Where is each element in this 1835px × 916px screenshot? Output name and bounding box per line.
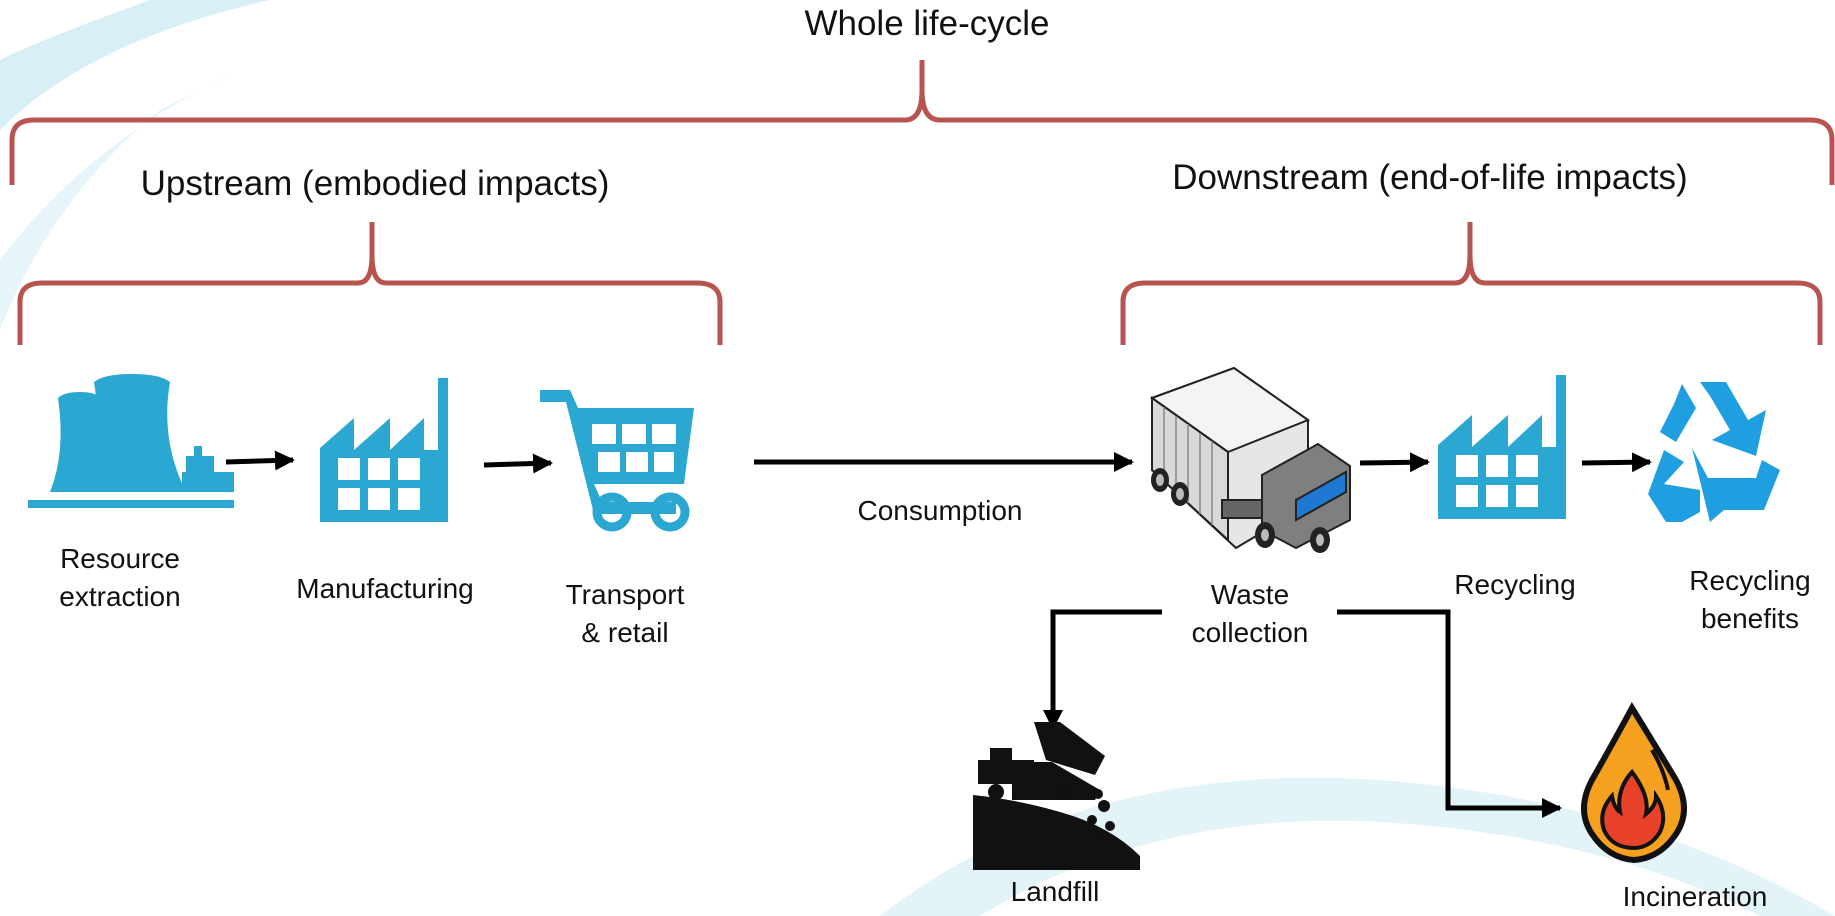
waste-collection-label: Waste collection: [1191, 579, 1309, 648]
flow-arrows: [225, 450, 1652, 818]
shopping-cart-icon: [540, 390, 694, 532]
downstream-title: Downstream (end-of-life impacts): [1172, 158, 1688, 197]
resource-extraction-label: Resource extraction: [59, 543, 181, 612]
transport-retail-label: Transport & retail: [565, 579, 685, 648]
whole-life-cycle-title: Whole life-cycle: [804, 4, 1050, 43]
arrow-manufacturing-to-transport: [483, 453, 553, 474]
arrow-waste-to-incineration: [1337, 609, 1562, 818]
incineration-label: Incineration: [1622, 881, 1768, 912]
arrow-resource-to-manufacturing: [225, 450, 295, 471]
arrow-waste-to-landfill: [1043, 609, 1162, 730]
factory-icon: [320, 378, 448, 522]
fire-drop-icon: [1581, 702, 1687, 864]
bracket-whole-life-cycle: [9, 60, 1835, 185]
recycle-icon: [1648, 382, 1780, 522]
bracket-upstream: [17, 222, 723, 345]
manufacturing-label: Manufacturing: [296, 573, 474, 604]
landfill-label: Landfill: [1010, 876, 1100, 907]
recycling-label: Recycling: [1454, 569, 1576, 600]
factory-icon: [1438, 375, 1566, 519]
consumption-label: Consumption: [857, 495, 1023, 526]
recycling-benefits-label: Recycling benefits: [1689, 565, 1811, 634]
power-plant-icon: [28, 374, 234, 508]
arrow-recycling-to-benefits: [1581, 452, 1652, 473]
upstream-title: Upstream (embodied impacts): [140, 164, 610, 203]
bracket-downstream: [1120, 222, 1823, 345]
landfill-dump-truck-icon: [973, 722, 1140, 870]
truck-icon: [1149, 366, 1351, 553]
arrow-waste-to-recycling: [1359, 452, 1430, 473]
